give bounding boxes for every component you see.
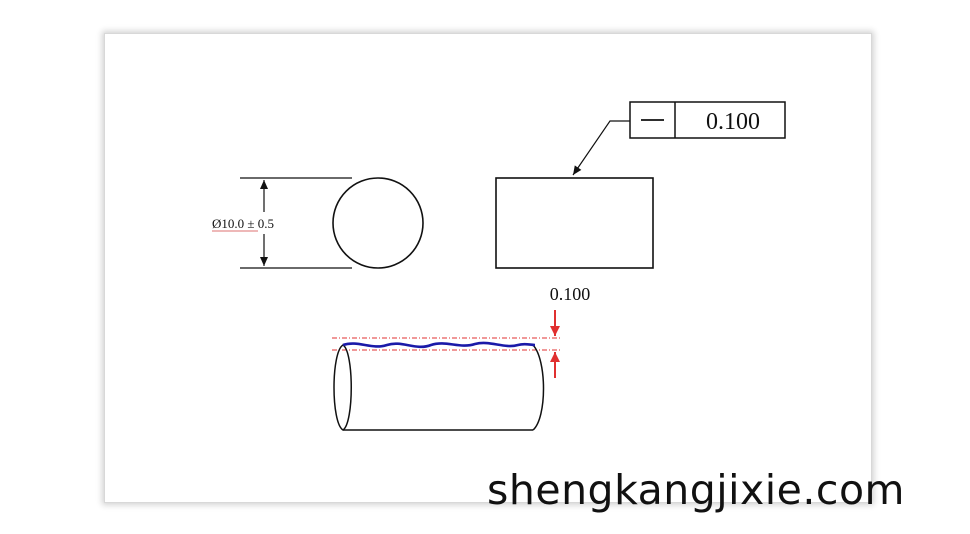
cylinder-right-end <box>532 344 545 431</box>
side-view-rectangle <box>495 177 654 269</box>
fcf-tolerance: 0.100 <box>706 109 760 135</box>
watermark-text: shengkangjixie.com <box>487 466 905 514</box>
circle-view: Ø10.0 ± 0.5 <box>212 177 424 269</box>
diameter-dimension-label: Ø10.0 ± 0.5 <box>212 216 274 231</box>
side-view: 0.100 <box>495 101 786 269</box>
leader-line <box>572 120 630 176</box>
surface-profile <box>342 341 536 349</box>
tolerance-zone-view: 0.100 <box>332 284 591 431</box>
zone-width-label: 0.100 <box>550 284 591 304</box>
cylinder-left-end <box>333 344 352 431</box>
end-view-circle <box>332 177 424 269</box>
